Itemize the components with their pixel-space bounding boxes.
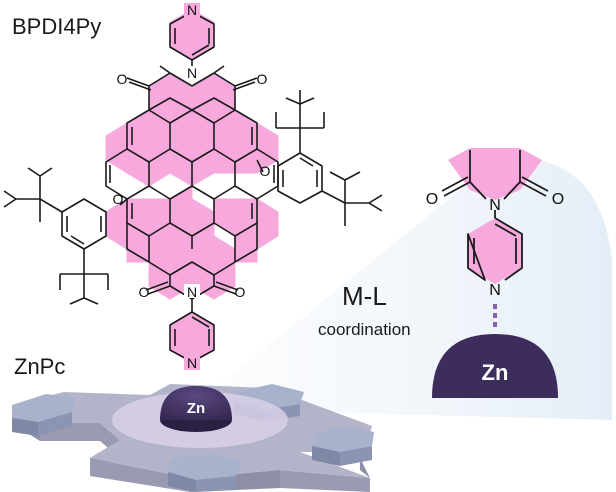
inset-zn-label: Zn (482, 360, 509, 385)
inset-imide-highlight (448, 148, 542, 190)
bottom-pyridine-n: N (187, 355, 197, 371)
inset-left-o: O (426, 191, 438, 208)
znpc-substrate (12, 384, 374, 492)
right-ether-o: O (260, 163, 271, 179)
zn-center-label: Zn (187, 400, 205, 417)
ml-coordination-inset: O O N N Zn (426, 148, 564, 398)
inset-zn-dome (432, 334, 558, 398)
molecule-label: BPDI4Py (12, 14, 101, 39)
pc-ring-bottom (168, 454, 244, 480)
inset-pyridine-highlight (468, 218, 522, 284)
upper-imide-n: N (187, 65, 197, 81)
zn-center-dome: Zn (160, 386, 232, 432)
pc-ring-left (12, 394, 76, 422)
left-ether-o: O (113, 191, 124, 207)
bpdi4py-structure (3, 11, 383, 363)
lower-right-o: O (235, 284, 246, 300)
upper-right-o: O (257, 71, 268, 87)
lower-left-o: O (139, 284, 150, 300)
atom-labels: N N O O O O O O N N (113, 2, 271, 371)
inset-right-o: O (552, 191, 564, 208)
ml-label: M-L (342, 281, 387, 311)
top-pyridine-n: N (187, 2, 197, 18)
lower-imide-n: N (187, 284, 197, 300)
inset-pyridine-n: N (489, 282, 501, 299)
pc-ring-right (312, 426, 374, 452)
inset-imide-n: N (489, 197, 501, 214)
upper-left-o: O (117, 71, 128, 87)
coordination-label: coordination (318, 320, 411, 339)
substrate-label: ZnPc (14, 354, 65, 379)
